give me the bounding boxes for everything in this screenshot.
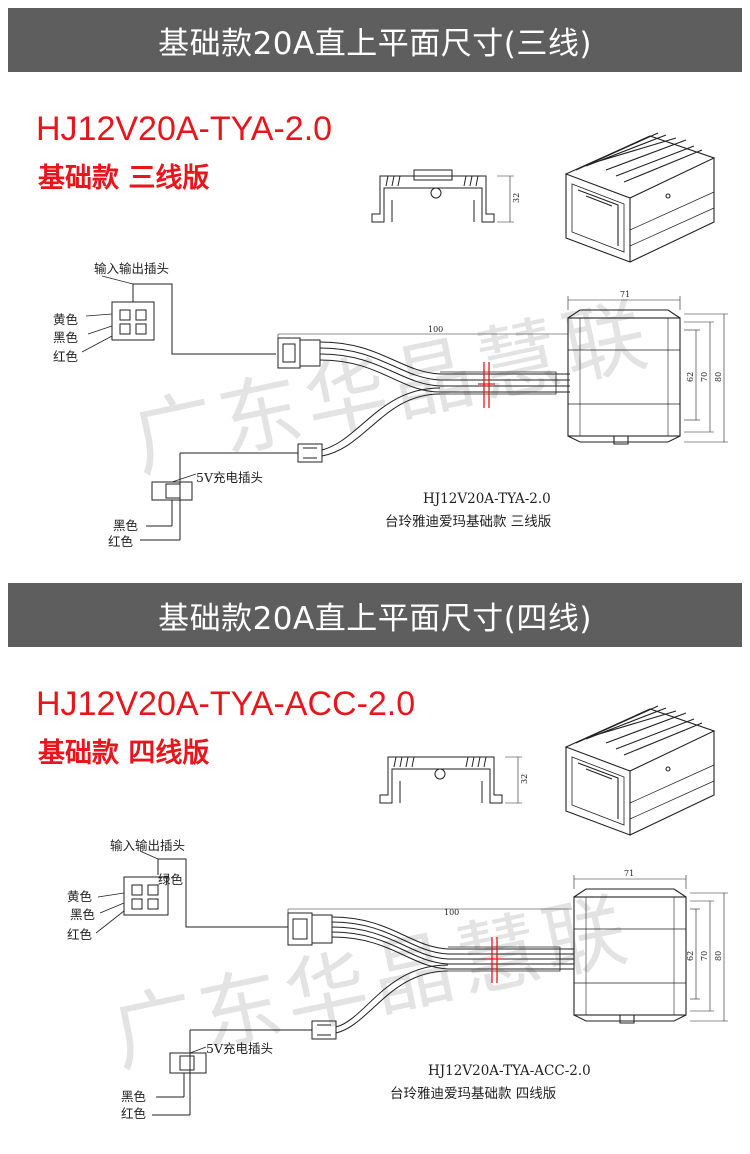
io-plug-connector	[95, 850, 288, 934]
dim-height: 32	[520, 774, 529, 784]
caption-model: HJ12V20A-TYA-ACC-2.0	[428, 1063, 591, 1079]
section-three-wire: 基础款20A直上平面尺寸(三线) HJ12V20A-TYA-2.0 基础款 三线…	[0, 0, 750, 575]
label-charge-red: 红色	[108, 534, 134, 549]
housing-3d-view	[564, 705, 716, 836]
converter-body	[567, 296, 728, 445]
dim-width: 71	[620, 290, 630, 299]
dim-62: 62	[686, 951, 695, 961]
dim-80: 80	[714, 951, 723, 961]
dim-height: 32	[512, 193, 521, 203]
charge-plug-connector	[152, 1046, 207, 1116]
dim-length: 100	[428, 325, 443, 334]
dim-width: 71	[624, 869, 634, 878]
cut-mark	[478, 362, 495, 408]
label-red: 红色	[53, 349, 79, 364]
label-green: 绿色	[158, 872, 184, 887]
section-four-wire: 基础款20A直上平面尺寸(四线) HJ12V20A-TYA-ACC-2.0 基础…	[0, 575, 750, 1154]
wire-harness	[189, 908, 574, 1115]
label-charge-red: 红色	[121, 1106, 147, 1121]
edition-label: 基础款 三线版	[38, 163, 210, 194]
label-io-plug: 输入输出插头	[94, 261, 169, 276]
wiring-diagram: 广东华晶慧联 32	[67, 705, 728, 1121]
model-number: HJ12V20A-TYA-ACC-2.0	[36, 685, 416, 723]
label-charge-black: 黑色	[113, 518, 139, 533]
dim-62: 62	[686, 372, 695, 382]
caption-description: 台玲雅迪爱玛基础款 四线版	[390, 1085, 556, 1102]
dim-80: 80	[714, 372, 723, 382]
label-io-plug: 输入输出插头	[110, 838, 185, 853]
profile-cross-section	[371, 169, 514, 223]
housing-3d-view	[564, 132, 716, 263]
label-black: 黑色	[70, 907, 96, 922]
dim-length: 100	[444, 908, 459, 917]
section-banner: 基础款20A直上平面尺寸(四线)	[8, 583, 742, 647]
dim-70: 70	[700, 951, 709, 961]
cut-mark	[486, 937, 503, 983]
converter-body	[573, 875, 728, 1024]
label-yellow: 黄色	[53, 312, 79, 327]
label-charge-black: 黑色	[121, 1089, 147, 1104]
wiring-diagram: 广东华晶慧联 32	[53, 132, 728, 549]
section-banner: 基础款20A直上平面尺寸(三线)	[8, 8, 742, 72]
dim-70: 70	[700, 372, 709, 382]
io-plug-connector	[81, 275, 276, 355]
label-red: 红色	[67, 927, 93, 942]
profile-cross-section	[379, 756, 522, 804]
watermark: 广东华晶慧联	[104, 882, 640, 1085]
caption-description: 台玲雅迪爱玛基础款 三线版	[385, 513, 551, 530]
caption-model: HJ12V20A-TYA-2.0	[423, 491, 551, 507]
wire-harness	[179, 333, 570, 540]
label-black: 黑色	[53, 330, 79, 345]
edition-label: 基础款 四线版	[38, 738, 210, 769]
label-yellow: 黄色	[67, 889, 93, 904]
model-number: HJ12V20A-TYA-2.0	[36, 110, 333, 148]
label-charge-plug: 5V充电插头	[196, 470, 263, 485]
label-charge-plug: 5V充电插头	[206, 1041, 273, 1056]
charge-plug-connector	[140, 473, 197, 541]
